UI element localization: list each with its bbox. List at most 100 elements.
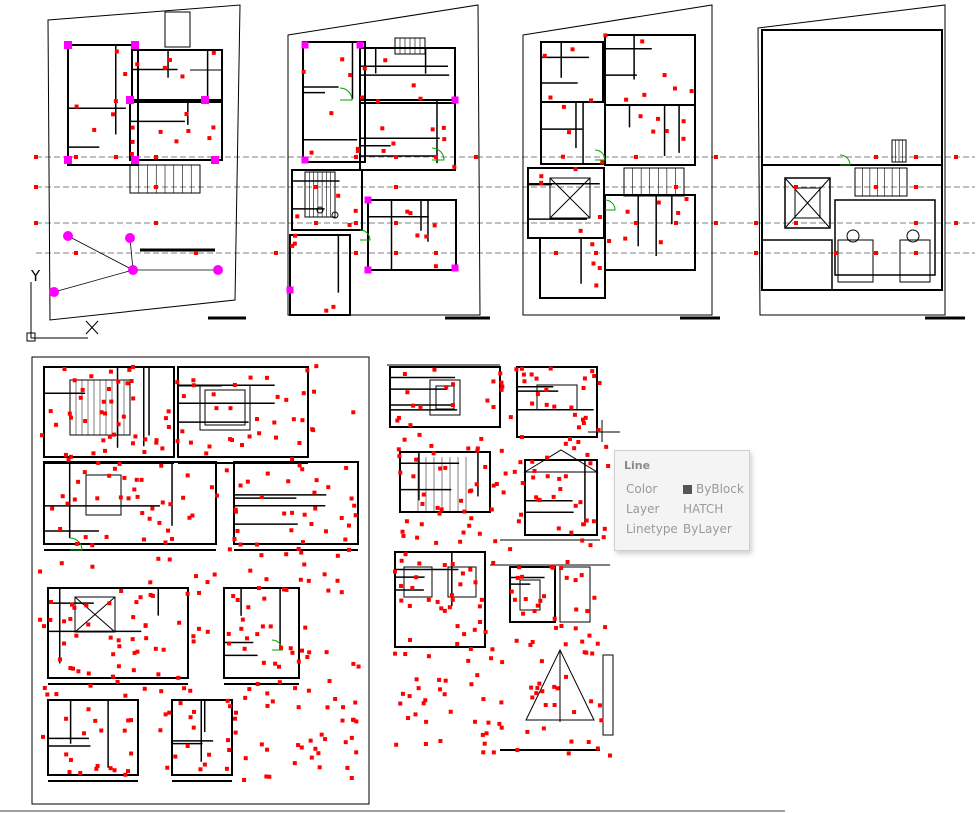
plan-linework[interactable] xyxy=(0,4,975,812)
dim-mark xyxy=(597,703,602,708)
dim-mark xyxy=(431,451,436,456)
dim-mark xyxy=(260,624,265,629)
dim-mark xyxy=(570,47,575,52)
dim-mark xyxy=(580,538,585,543)
cad-rect xyxy=(399,451,491,513)
dim-mark xyxy=(442,608,447,613)
cad-rect xyxy=(794,187,821,219)
dim-mark xyxy=(62,367,67,372)
dim-mark xyxy=(564,674,569,679)
dim-mark xyxy=(539,180,544,185)
dim-mark xyxy=(168,502,173,507)
dim-mark xyxy=(541,594,546,599)
dim-mark xyxy=(226,631,231,636)
dim-mark xyxy=(240,617,245,622)
dim-mark xyxy=(322,572,327,577)
dim-mark xyxy=(286,479,291,484)
dim-mark xyxy=(182,686,187,691)
dim-mark xyxy=(439,606,444,611)
dim-mark xyxy=(676,210,681,215)
dim-mark xyxy=(289,528,294,533)
dim-mark xyxy=(212,572,217,577)
dim-mark xyxy=(166,424,171,429)
dim-mark xyxy=(475,448,480,453)
dim-mark xyxy=(54,692,59,697)
dim-mark xyxy=(150,506,155,511)
dim-mark xyxy=(550,565,555,570)
dim-mark xyxy=(459,498,464,503)
dim-mark xyxy=(83,419,88,424)
dim-mark xyxy=(142,450,147,455)
dim-mark xyxy=(264,774,269,779)
grip-points[interactable] xyxy=(49,41,459,297)
dim-mark xyxy=(130,637,135,642)
dim-mark xyxy=(121,414,126,419)
dim-mark xyxy=(273,661,278,666)
dim-mark xyxy=(483,464,488,469)
dim-mark xyxy=(114,49,119,54)
dim-mark xyxy=(122,475,127,480)
grip-circle xyxy=(128,265,138,275)
dim-mark xyxy=(404,519,409,524)
dim-mark xyxy=(162,65,167,70)
cad-rect xyxy=(519,579,541,611)
dim-mark xyxy=(281,587,286,592)
dim-mark xyxy=(485,398,490,403)
dim-mark xyxy=(74,251,78,255)
grip-square xyxy=(64,156,72,164)
dim-mark xyxy=(154,438,159,443)
dim-mark xyxy=(584,650,589,655)
dim-mark xyxy=(437,677,442,682)
dim-mark xyxy=(282,511,287,516)
dim-mark xyxy=(449,593,454,598)
dim-mark xyxy=(346,547,351,552)
grip-circle xyxy=(63,231,73,241)
dim-mark xyxy=(335,553,340,558)
door-swing-icon xyxy=(271,639,283,651)
dim-mark xyxy=(297,440,302,445)
dim-mark xyxy=(116,664,121,669)
dim-mark xyxy=(462,509,467,514)
dim-mark xyxy=(196,626,201,631)
cad-rect xyxy=(43,461,217,545)
dim-mark xyxy=(76,669,81,674)
cad-rect xyxy=(389,366,501,428)
dim-mark xyxy=(517,565,522,570)
dim-mark xyxy=(103,411,108,416)
dim-mark xyxy=(529,685,534,690)
dim-mark xyxy=(381,148,386,153)
dim-mark xyxy=(174,139,179,144)
cad-rect xyxy=(761,164,943,291)
dim-mark xyxy=(101,399,106,404)
dim-mark xyxy=(592,595,597,600)
dim-mark xyxy=(129,718,134,723)
dim-mark xyxy=(193,574,198,579)
dim-mark xyxy=(76,479,81,484)
dim-mark xyxy=(394,221,398,225)
dim-mark xyxy=(247,687,252,692)
dim-mark xyxy=(437,511,442,516)
cad-circle xyxy=(316,206,324,214)
dim-mark xyxy=(354,155,358,159)
dim-mark xyxy=(298,577,303,582)
dim-mark xyxy=(590,242,595,247)
cad-rect xyxy=(233,461,359,545)
dim-mark xyxy=(340,57,345,62)
dim-mark xyxy=(512,597,517,602)
dim-mark xyxy=(418,96,423,101)
dim-mark xyxy=(468,646,473,651)
dim-mark xyxy=(567,130,572,135)
dim-mark xyxy=(139,477,144,482)
dim-mark xyxy=(585,452,590,457)
dim-mark xyxy=(112,768,117,773)
dim-mark xyxy=(48,617,53,622)
dim-mark xyxy=(225,698,230,703)
dim-mark xyxy=(674,185,678,189)
dim-mark xyxy=(451,382,456,387)
dim-mark xyxy=(265,471,270,476)
dim-mark xyxy=(232,382,237,387)
dim-mark xyxy=(232,537,237,542)
dim-mark xyxy=(634,221,638,225)
